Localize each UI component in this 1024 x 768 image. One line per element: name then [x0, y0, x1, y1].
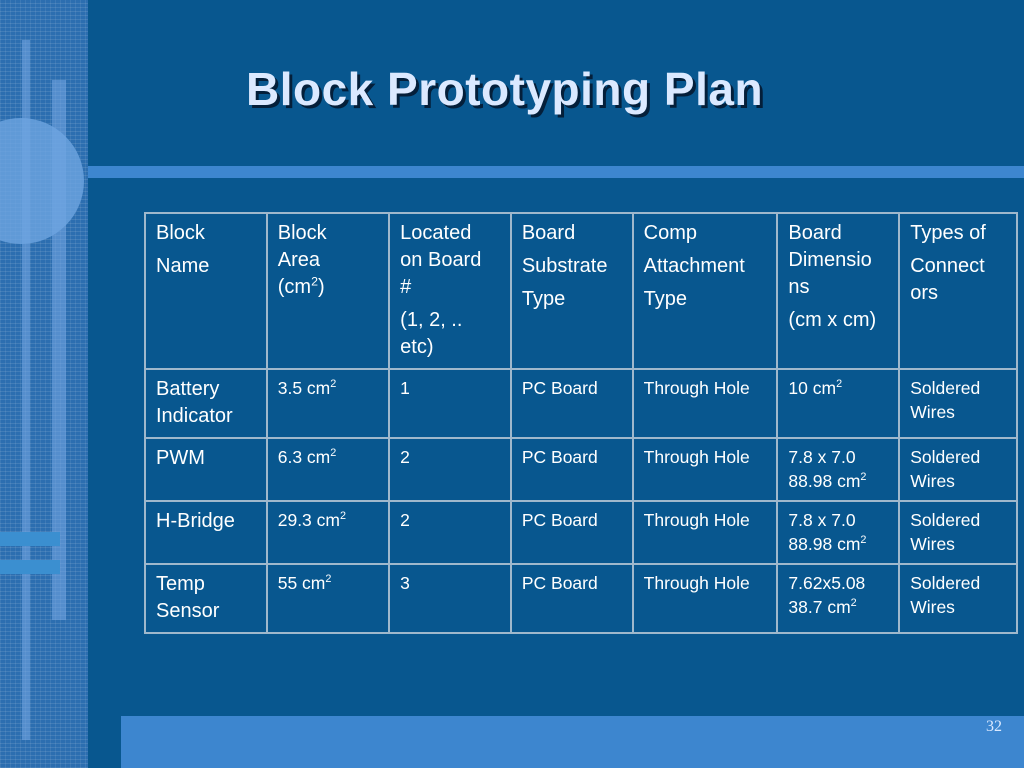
cell-block-area: 55 cm2	[265, 563, 391, 634]
table-row: PWM 6.3 cm2 2 PC Board Through Hole 7.8 …	[144, 437, 1018, 502]
header-board-dimensions: Board Dimensio ns (cm x cm)	[776, 212, 901, 370]
decorative-bar	[0, 532, 60, 546]
cell-connectors: Soldered Wires	[898, 500, 1018, 565]
cell-block-name: Temp Sensor	[144, 563, 268, 634]
cell-connectors: Soldered Wires	[898, 563, 1018, 634]
cell-substrate: PC Board	[509, 437, 634, 502]
header-board-substrate: Board Substrate Type	[509, 212, 634, 370]
cell-block-area: 6.3 cm2	[265, 437, 391, 502]
header-comp-attachment: Comp Attachment Type	[631, 212, 779, 370]
cell-block-area: 3.5 cm2	[265, 368, 391, 439]
cell-dimensions: 7.8 x 7.0 88.98 cm2	[776, 500, 901, 565]
cell-connectors: Soldered Wires	[898, 368, 1018, 439]
prototyping-plan-table: Block Name Block Area (cm2) Located on B…	[144, 212, 1018, 634]
cell-board-number: 3	[388, 563, 512, 634]
decorative-circle	[0, 118, 84, 244]
header-connectors: Types of Connect ors	[898, 212, 1018, 370]
cell-substrate: PC Board	[509, 500, 634, 565]
cell-block-name: H-Bridge	[144, 500, 268, 565]
page-number: 32	[986, 718, 1002, 735]
title-rule	[88, 166, 1024, 178]
cell-dimensions: 7.8 x 7.0 88.98 cm2	[776, 437, 901, 502]
table-header-row: Block Name Block Area (cm2) Located on B…	[144, 212, 1018, 370]
footer-bar: 32	[121, 716, 1024, 768]
cell-connectors: Soldered Wires	[898, 437, 1018, 502]
decorative-side-strip	[0, 0, 88, 768]
cell-block-name: Battery Indicator	[144, 368, 268, 439]
cell-board-number: 1	[388, 368, 512, 439]
header-located-on-board: Located on Board # (1, 2, .. etc)	[388, 212, 512, 370]
cell-block-area: 29.3 cm2	[265, 500, 391, 565]
decorative-bar	[0, 560, 60, 574]
cell-substrate: PC Board	[509, 368, 634, 439]
cell-board-number: 2	[388, 500, 512, 565]
header-block-area: Block Area (cm2)	[265, 212, 391, 370]
cell-attachment: Through Hole	[631, 500, 779, 565]
cell-attachment: Through Hole	[631, 437, 779, 502]
table-row: Battery Indicator 3.5 cm2 1 PC Board Thr…	[144, 368, 1018, 439]
cell-attachment: Through Hole	[631, 368, 779, 439]
cell-substrate: PC Board	[509, 563, 634, 634]
table-row: Temp Sensor 55 cm2 3 PC Board Through Ho…	[144, 563, 1018, 634]
cell-board-number: 2	[388, 437, 512, 502]
cell-dimensions: 10 cm2	[776, 368, 901, 439]
cell-attachment: Through Hole	[631, 563, 779, 634]
cell-block-name: PWM	[144, 437, 268, 502]
cell-dimensions: 7.62x5.08 38.7 cm2	[776, 563, 901, 634]
slide-title: Block Prototyping Plan	[246, 63, 764, 115]
header-block-name: Block Name	[144, 212, 268, 370]
decorative-band	[22, 40, 30, 740]
table-row: H-Bridge 29.3 cm2 2 PC Board Through Hol…	[144, 500, 1018, 565]
